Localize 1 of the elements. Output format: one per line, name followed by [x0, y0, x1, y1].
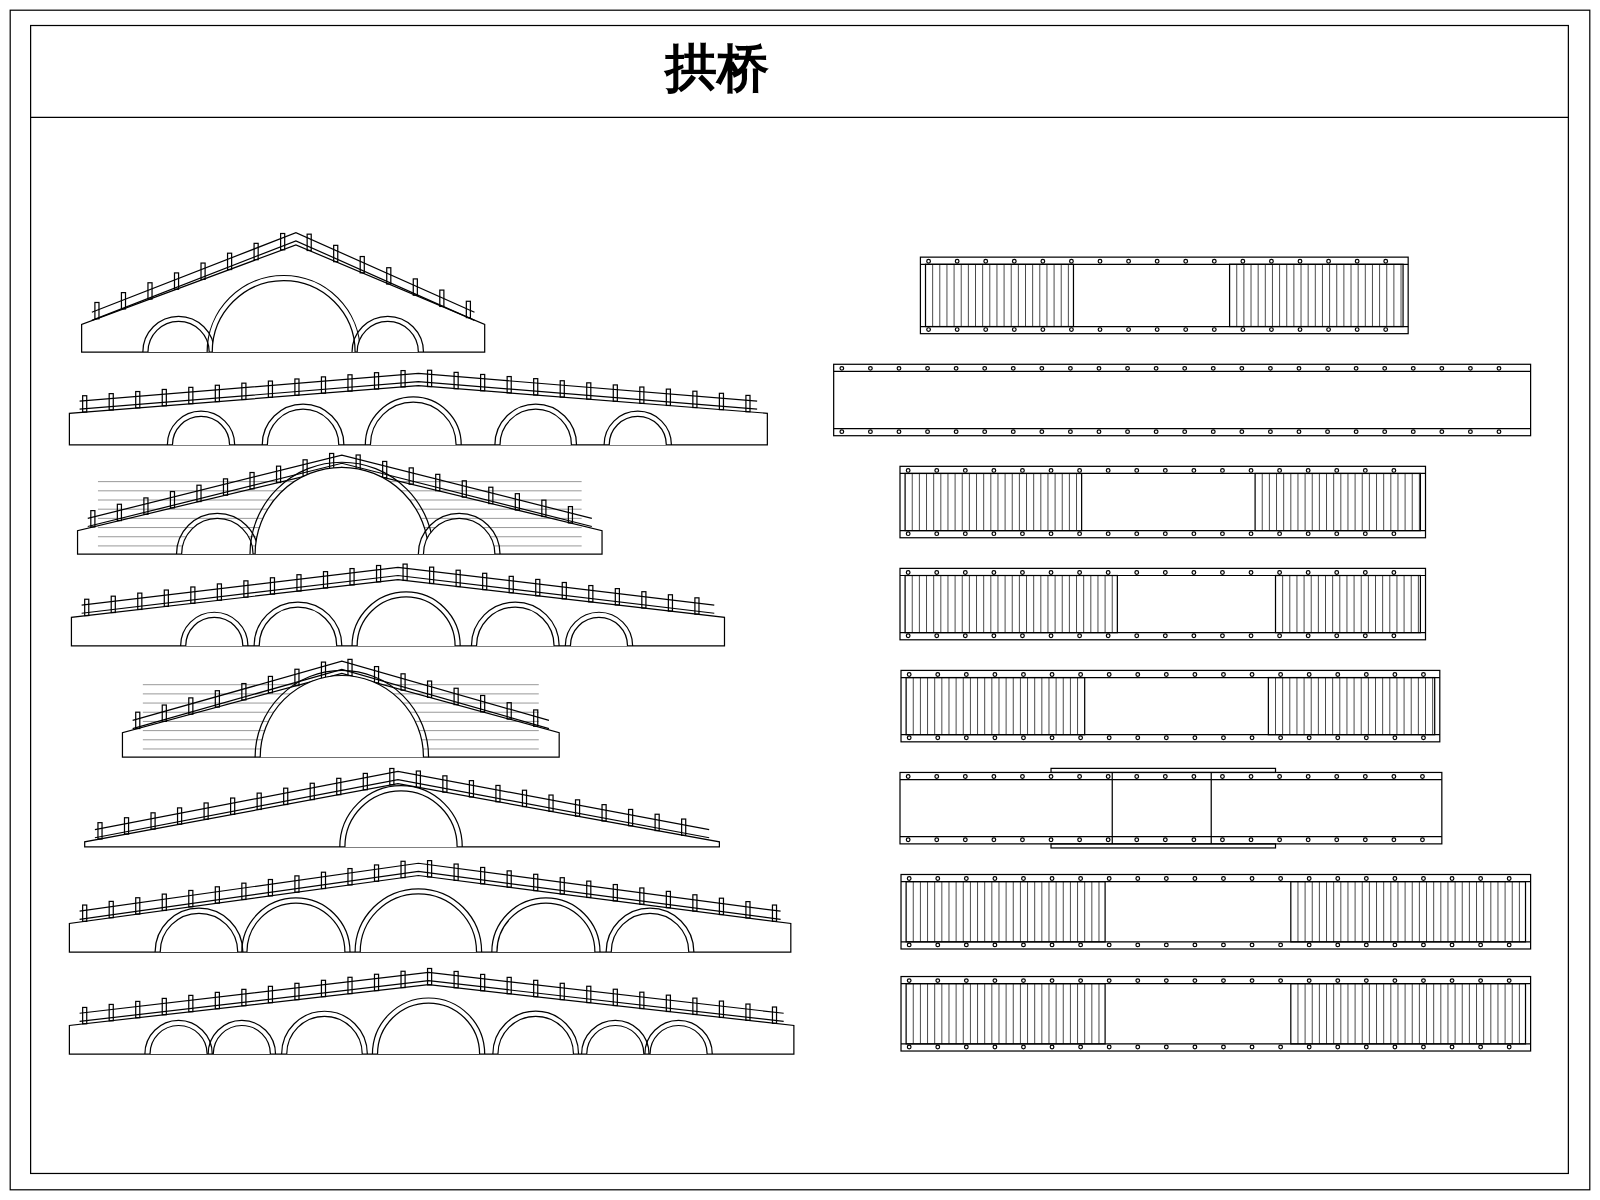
- title: 拱桥: [665, 42, 769, 94]
